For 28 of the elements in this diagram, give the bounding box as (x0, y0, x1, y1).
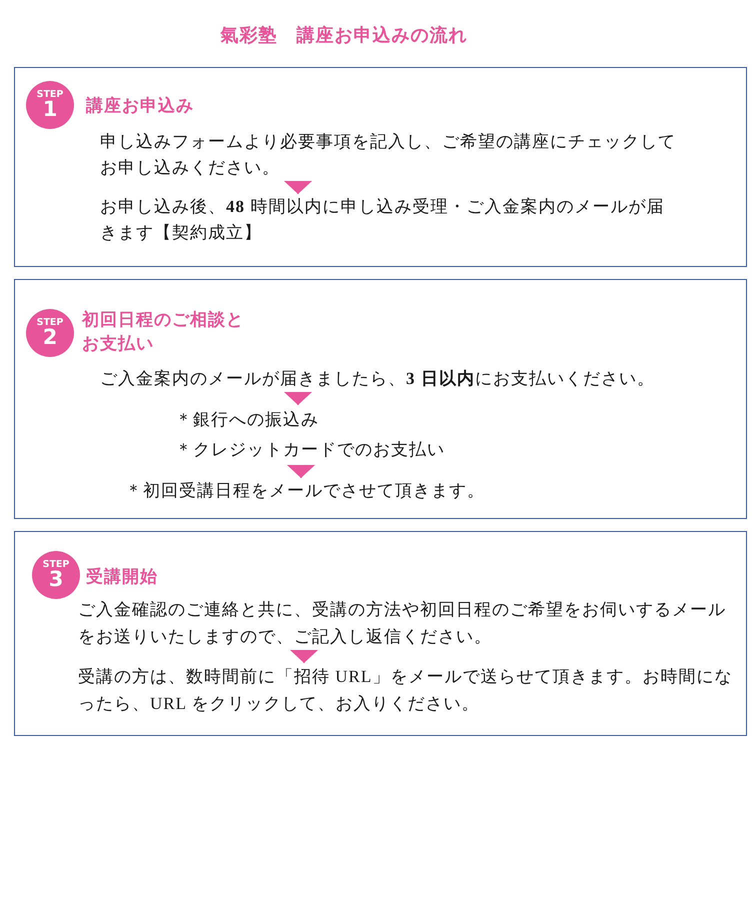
instruction-text: お申し込み後、48 時間以内に申し込み受理・ご入金案内のメールが届きます【契約成立】 (100, 194, 670, 246)
step-label: STEP (36, 90, 64, 100)
step-panel (14, 279, 747, 519)
list-item: ＊クレジットカードでのお支払い (175, 439, 445, 461)
instruction-text: ご入金案内のメールが届きましたら、3 日以内にお支払いください。 (100, 366, 710, 392)
step-label: STEP (36, 318, 64, 328)
arrow (284, 181, 312, 194)
arrow (287, 465, 315, 478)
instruction-text: ご入金確認のご連絡と共に、受講の方法や初回日程のご希望をお伺いするメールをお送りいたしますので、ご記入し返信ください。 (78, 596, 733, 650)
page-title: 氣彩塾 講座お申込みの流れ (220, 24, 468, 48)
instruction-text: ＊初回受講日程をメールでさせて頂きます。 (125, 478, 545, 504)
step-label: STEP (42, 560, 70, 570)
list-item: ＊銀行への振込み (175, 409, 319, 431)
step-heading: 受講開始 (86, 566, 158, 589)
step-panel (14, 67, 747, 267)
step-number: 3 (48, 569, 64, 590)
step-number: 1 (42, 99, 58, 120)
step-panel (14, 531, 747, 736)
step-heading: 初回日程のご相談とお支払い (82, 309, 245, 356)
arrow (284, 392, 312, 405)
step-badge (26, 81, 74, 129)
step-badge (32, 551, 80, 599)
arrow (290, 650, 318, 663)
step-heading: 講座お申込み (86, 95, 194, 118)
instruction-text: 申し込みフォームより必要事項を記入し、ご希望の講座にチェックしてお申し込みください。 (100, 129, 692, 181)
instruction-text: 受講の方は、数時間前に「招待 URL」をメールで送らせて頂きます。お時間になったら、URL をクリックして、お入りください。 (78, 663, 733, 717)
step-badge (26, 309, 74, 357)
step-number: 2 (42, 327, 58, 348)
